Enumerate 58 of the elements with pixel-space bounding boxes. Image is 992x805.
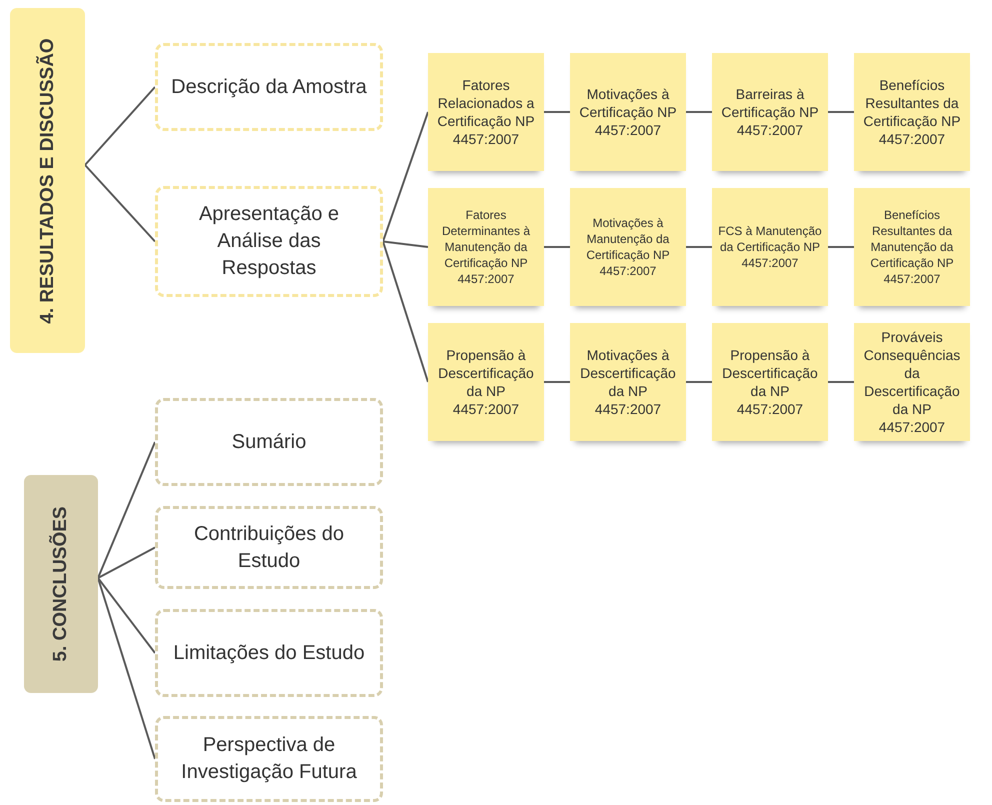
- sticky-note: [854, 323, 970, 441]
- connector-line: [97, 578, 156, 760]
- topic-text: Sumário: [232, 430, 306, 454]
- sticky-note: [712, 323, 828, 441]
- topic-box: [155, 398, 383, 486]
- connector-line: [544, 111, 570, 113]
- topic-text: Motivações à Manutenção da Certificação NP 4457:2007: [585, 215, 671, 279]
- topic-text: Prováveis Consequências da Descertificação da NP 4457:2007: [862, 328, 962, 436]
- topic-text: Benefícios Resultantes da Manutenção da Certificação NP 4457:2007: [869, 207, 955, 287]
- sticky-note: [712, 53, 828, 171]
- topic-text: FCS à Manutenção da Certificação NP 4457:2007: [717, 223, 823, 271]
- sticky-note: [570, 323, 686, 441]
- sticky-note: [428, 323, 544, 441]
- section-band: [10, 8, 85, 353]
- connector-line: [686, 246, 712, 248]
- connector-line: [544, 381, 570, 383]
- connector-line: [84, 164, 156, 242]
- sticky-note: [712, 188, 828, 306]
- connector-line: [686, 381, 712, 383]
- topic-text: Contribuições do Estudo: [192, 522, 346, 574]
- topic-box: [155, 506, 383, 589]
- connector-line: [97, 442, 156, 578]
- connector-line: [382, 241, 429, 382]
- topic-text: Fatores Determinantes à Manutenção da Certificação NP 4457:2007: [440, 207, 532, 287]
- topic-box: [155, 43, 383, 131]
- connector-line: [97, 577, 156, 654]
- topic-text: Descrição da Amostra: [171, 74, 367, 100]
- topic-text: Motivações à Descertificação da NP 4457:2007: [579, 346, 677, 418]
- connector-line: [382, 112, 429, 242]
- sticky-note: [570, 53, 686, 171]
- connector-line: [686, 111, 712, 113]
- section-heading: 5. CONCLUSÕES: [50, 506, 72, 662]
- topic-box: [155, 716, 383, 802]
- topic-text: Benefícios Resultantes da Certificação NP 4457:2007: [862, 76, 962, 148]
- topic-box: [155, 186, 383, 297]
- connector-line: [828, 246, 854, 248]
- sticky-note: [428, 188, 544, 306]
- topic-text: Perspectiva de Investigação Futura: [180, 733, 358, 785]
- section-heading: 4. RESULTADOS E DISCUSSÃO: [36, 38, 58, 324]
- topic-text: Propensão à Descertificação da NP 4457:2007: [437, 346, 535, 418]
- connector-line: [84, 86, 156, 166]
- connector-line: [98, 546, 156, 579]
- topic-text: Fatores Relacionados a Certificação NP 4457:2007: [436, 76, 536, 148]
- topic-text: Motivações à Certificação NP 4457:2007: [578, 85, 678, 139]
- sticky-note: [428, 53, 544, 171]
- connector-line: [382, 240, 428, 248]
- connector-line: [828, 381, 854, 383]
- topic-text: Propensão à Descertificação da NP 4457:2007: [721, 346, 819, 418]
- topic-text: Limitações do Estudo: [173, 640, 365, 666]
- sticky-note: [854, 53, 970, 171]
- topic-box: [155, 609, 383, 697]
- sticky-note: [854, 188, 970, 306]
- connector-line: [828, 111, 854, 113]
- connector-line: [544, 246, 570, 248]
- sticky-note: [570, 188, 686, 306]
- section-band: [24, 475, 98, 693]
- topic-text: Apresentação e Análise das Respostas: [198, 202, 340, 281]
- topic-text: Barreiras à Certificação NP 4457:2007: [720, 85, 820, 139]
